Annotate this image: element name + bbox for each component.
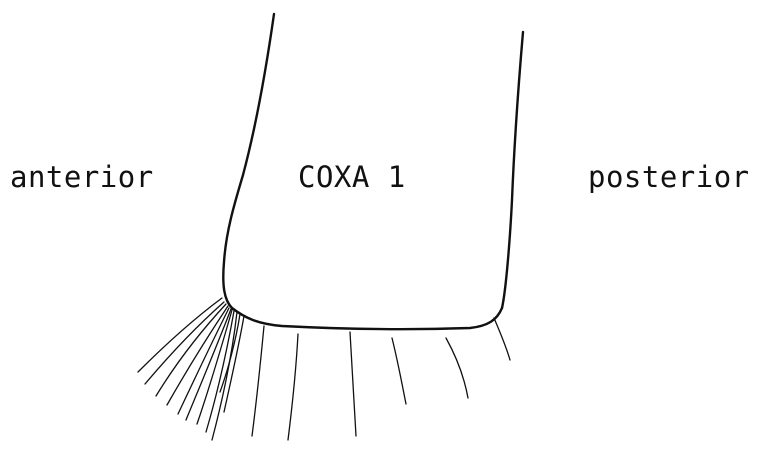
anterior-label: anterior: [10, 163, 154, 192]
seta: [178, 308, 229, 414]
anterior-setae-cluster: [138, 298, 244, 440]
seta: [350, 332, 356, 436]
seta: [252, 326, 264, 436]
seta: [446, 338, 468, 398]
coxa-posterior-margin: [502, 32, 523, 308]
seta: [206, 311, 234, 432]
coxa-anterior-margin: [223, 14, 274, 308]
posterior-label: posterior: [588, 163, 750, 192]
ventral-setae: [252, 318, 510, 440]
seta: [186, 309, 231, 420]
seta: [156, 304, 226, 396]
coxa-label: COXA 1: [298, 163, 406, 192]
coxa-ventral-margin: [232, 308, 502, 329]
seta: [288, 334, 298, 440]
seta: [392, 338, 406, 404]
seta: [212, 312, 237, 440]
seta: [494, 318, 510, 360]
